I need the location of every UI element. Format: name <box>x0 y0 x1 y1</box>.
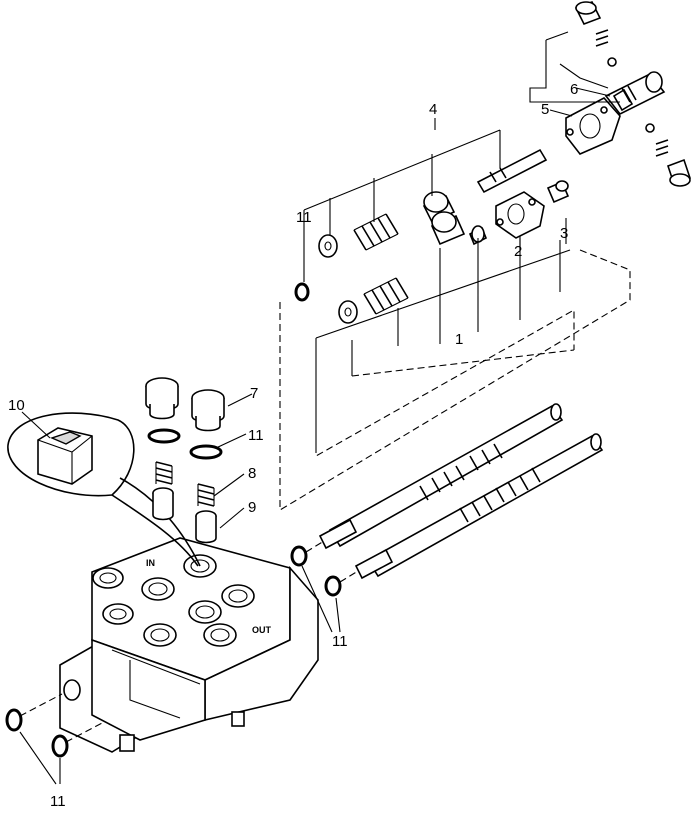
retainer-cup-upper <box>422 191 456 224</box>
oring-spool-upper <box>290 545 308 567</box>
washer-upper <box>318 234 338 258</box>
callout-11-upper: 11 <box>296 209 312 226</box>
poppet-right <box>195 510 217 544</box>
callout-11-bottom: 11 <box>50 793 66 810</box>
callout-7: 7 <box>250 385 258 402</box>
spring-upper-row2 <box>363 277 409 315</box>
detent-housing-5 <box>565 97 621 155</box>
oring-upper-11 <box>294 282 310 302</box>
plug-right <box>191 389 225 432</box>
callout-6: 6 <box>570 81 578 98</box>
top-plug <box>574 0 602 26</box>
poppet-left <box>152 487 174 521</box>
leader-lines <box>19 31 631 785</box>
callout-5: 5 <box>541 101 549 118</box>
side-spring <box>655 139 669 157</box>
cap-screw-3 <box>546 180 570 204</box>
detent-spool-4 <box>476 148 548 194</box>
callout-4: 4 <box>429 101 437 118</box>
oring-front-2 <box>51 734 69 758</box>
spool-upper <box>318 403 564 550</box>
retainer-cup-lower <box>430 211 466 246</box>
callout-2: 2 <box>514 243 522 260</box>
spring-right <box>197 483 215 507</box>
part-10-insert <box>37 427 93 485</box>
spring-upper-row1 <box>353 213 399 251</box>
oring-left <box>147 428 181 444</box>
plug-left <box>145 377 179 420</box>
valve-body <box>59 537 319 753</box>
callout-11-body: 11 <box>332 633 348 650</box>
callout-8: 8 <box>248 465 256 482</box>
callout-10: 10 <box>8 397 25 414</box>
top-spring <box>595 29 609 47</box>
spool-lower <box>354 433 604 580</box>
washer-lower <box>338 300 358 324</box>
callout-1: 1 <box>455 331 463 348</box>
spring-left <box>155 461 173 485</box>
side-plug <box>666 158 692 187</box>
body-marking-out: OUT <box>252 625 272 635</box>
oring-right <box>189 444 223 460</box>
detent-ball-lower <box>645 123 655 133</box>
detent-ball-upper <box>607 57 617 67</box>
callout-3: 3 <box>560 225 568 242</box>
body-marking-in: IN <box>146 558 155 568</box>
callout-9: 9 <box>248 499 256 516</box>
callout-11-mid: 11 <box>248 427 264 444</box>
stop-bolt <box>468 225 488 246</box>
end-cap-2 <box>495 191 545 239</box>
detent-body-6 <box>604 71 666 116</box>
oring-spool-lower <box>324 575 342 597</box>
oring-front-1 <box>5 708 23 732</box>
